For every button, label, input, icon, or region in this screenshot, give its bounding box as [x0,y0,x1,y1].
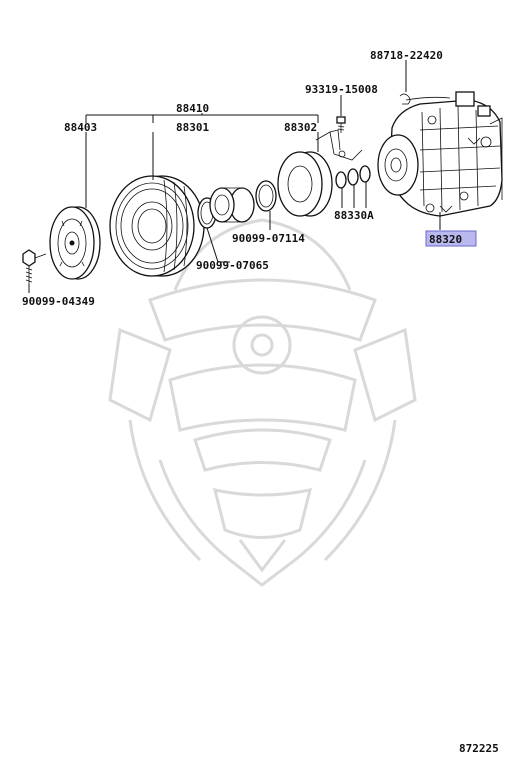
bolt-90099-04349[interactable] [22,249,47,284]
label-88403[interactable]: 88403 [64,121,97,134]
label-88718-22420[interactable]: 88718-22420 [370,49,443,62]
label-88330A[interactable]: 88330A [334,209,374,222]
wire-bracket[interactable] [315,129,363,161]
highlight-88320 [425,230,477,247]
label-90099-07114[interactable]: 90099-07114 [232,232,305,245]
leader-90099-07065 [206,227,230,263]
label-90099-04349[interactable]: 90099-04349 [22,295,95,308]
clip-88718-22420[interactable] [399,93,411,105]
stator-coil-88302[interactable] [277,151,333,217]
clutch-hub-88403[interactable] [49,206,101,280]
pulley-88301[interactable] [109,175,205,277]
bearing[interactable] [209,187,255,223]
label-90099-07065[interactable]: 90099-07065 [196,259,269,272]
snap-ring-90099-07114[interactable] [255,180,277,212]
label-88320[interactable]: 88320 [429,233,462,246]
label-88301[interactable]: 88301 [176,121,209,134]
label-88410[interactable]: 88410 [176,102,209,115]
group-bracket-88410 [85,113,319,123]
watermark-logo [108,218,417,587]
label-88302[interactable]: 88302 [284,121,317,134]
diagram-number: 872225 [459,742,499,755]
bolt-93319-15008[interactable] [336,116,346,133]
compressor-88320[interactable] [377,91,503,217]
shims-88330A[interactable] [335,165,371,189]
label-93319-15008[interactable]: 93319-15008 [305,83,378,96]
